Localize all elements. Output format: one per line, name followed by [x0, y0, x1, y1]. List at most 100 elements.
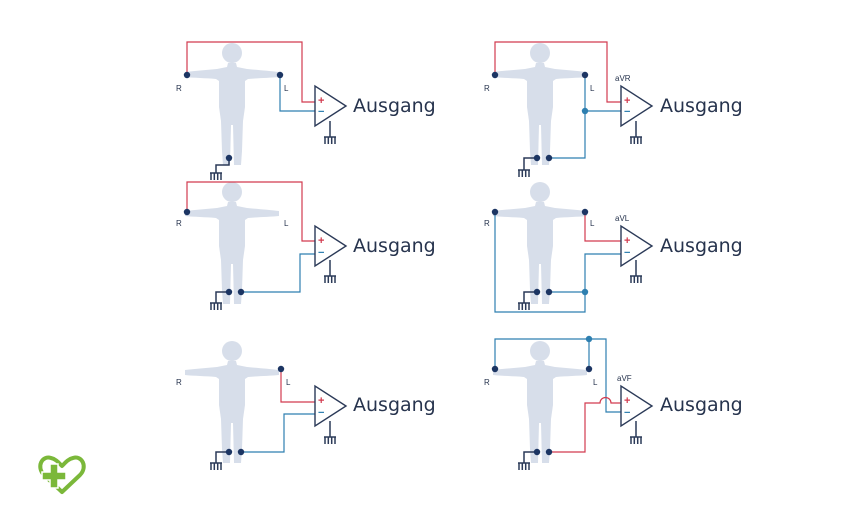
electrode-dot	[545, 154, 553, 162]
wire-left-leg	[241, 413, 315, 453]
amplifier	[620, 224, 654, 268]
amplifier	[620, 384, 654, 428]
ground-icon	[323, 131, 337, 145]
amplifier	[620, 84, 654, 128]
electrode-dot	[225, 448, 233, 456]
electrode-dot	[183, 71, 191, 79]
wire-ground	[215, 451, 229, 458]
body-figure	[493, 182, 587, 304]
lead-label-avr: aVR	[615, 74, 631, 83]
electrode-label-right: R	[176, 378, 182, 387]
body-figure	[185, 43, 279, 165]
wire-ground	[215, 158, 230, 168]
electrode-dot	[491, 365, 499, 373]
ground-icon	[629, 270, 643, 284]
ground-icon	[209, 297, 223, 311]
electrode-label-right: R	[484, 219, 490, 228]
wire-left-arm	[279, 75, 315, 112]
body-figure	[185, 341, 279, 463]
amplifier	[314, 384, 348, 428]
wire-right-arm	[494, 212, 586, 313]
amp-minus-sign: −	[318, 247, 324, 259]
output-label: Ausgang	[660, 95, 743, 117]
wire-left-leg	[549, 253, 621, 293]
wire-ground	[523, 451, 537, 458]
ground-icon	[629, 431, 643, 445]
wire-left-arm	[584, 212, 621, 242]
ground-icon	[517, 164, 531, 178]
electrode-label-right: R	[484, 378, 490, 387]
electrode-dot	[533, 288, 541, 296]
panel-avl: R L aVL + − Ausgang	[484, 182, 743, 313]
electrode-dot	[581, 208, 589, 216]
electrode-label-left: L	[593, 378, 598, 387]
wire-right-arm	[494, 338, 590, 369]
panel-avf: R L aVF + − Ausgang	[484, 335, 743, 471]
wire-ground	[215, 291, 229, 298]
electrode-label-left: L	[590, 84, 595, 93]
electrode-dot	[585, 365, 593, 373]
body-figure	[493, 341, 587, 463]
electrode-dot	[183, 208, 191, 216]
electrode-dot	[491, 208, 499, 216]
electrode-label-right: R	[484, 84, 490, 93]
panel-lead-1: R L + − Ausgang	[176, 41, 436, 181]
panel-avr: R L aVR + − Ausgang	[484, 41, 743, 178]
wire-ground	[523, 291, 537, 298]
electrode-label-left: L	[284, 219, 289, 228]
wire-left-leg	[549, 111, 586, 159]
ground-icon	[517, 457, 531, 471]
wire-left-arm	[589, 338, 621, 413]
electrode-dot	[533, 448, 541, 456]
wire-right-arm	[186, 181, 315, 242]
electrode-dot	[545, 448, 553, 456]
wire-ground	[523, 157, 537, 165]
junction-dot	[581, 288, 589, 296]
wire-right-arm	[186, 41, 315, 103]
electrode-dot	[237, 448, 245, 456]
electrode-dot	[545, 288, 553, 296]
panel-lead-2: R L + − Ausgang	[176, 181, 436, 311]
output-label: Ausgang	[660, 235, 743, 257]
ground-icon	[517, 297, 531, 311]
ground-icon	[209, 167, 223, 181]
electrode-dot	[277, 365, 285, 373]
ground-icon	[323, 270, 337, 284]
electrode-dot	[225, 154, 233, 162]
heart-plus-logo-icon	[38, 455, 86, 494]
amp-plus-sign: +	[624, 235, 630, 247]
amplifier	[314, 224, 348, 268]
ground-icon	[209, 457, 223, 471]
amp-minus-sign: −	[318, 106, 324, 118]
junction-dot	[585, 335, 593, 343]
electrode-label-left: L	[284, 84, 289, 93]
wire-left-leg	[549, 396, 621, 453]
amp-plus-sign: +	[318, 95, 324, 107]
ground-icon	[629, 131, 643, 145]
amp-plus-sign: +	[318, 395, 324, 407]
output-label: Ausgang	[353, 394, 436, 416]
amp-plus-sign: +	[318, 235, 324, 247]
electrode-label-left: L	[286, 378, 291, 387]
body-figure	[493, 43, 587, 165]
electrode-dot	[237, 288, 245, 296]
amplifier	[314, 84, 348, 128]
lead-label-avl: aVL	[615, 214, 630, 223]
junction-dot	[581, 107, 589, 115]
electrode-label-right: R	[176, 219, 182, 228]
electrode-dot	[491, 71, 499, 79]
output-label: Ausgang	[660, 394, 743, 416]
electrode-label-right: R	[176, 84, 182, 93]
ground-icon	[323, 431, 337, 445]
panel-lead-3: R L + − Ausgang	[176, 341, 436, 471]
electrode-dot	[276, 71, 284, 79]
amp-minus-sign: −	[624, 247, 630, 259]
amp-minus-sign: −	[624, 106, 630, 118]
output-label: Ausgang	[353, 235, 436, 257]
output-label: Ausgang	[353, 95, 436, 117]
wire-left-arm	[280, 369, 315, 403]
amp-plus-sign: +	[624, 95, 630, 107]
amp-plus-sign: +	[624, 395, 630, 407]
electrode-dot	[225, 288, 233, 296]
